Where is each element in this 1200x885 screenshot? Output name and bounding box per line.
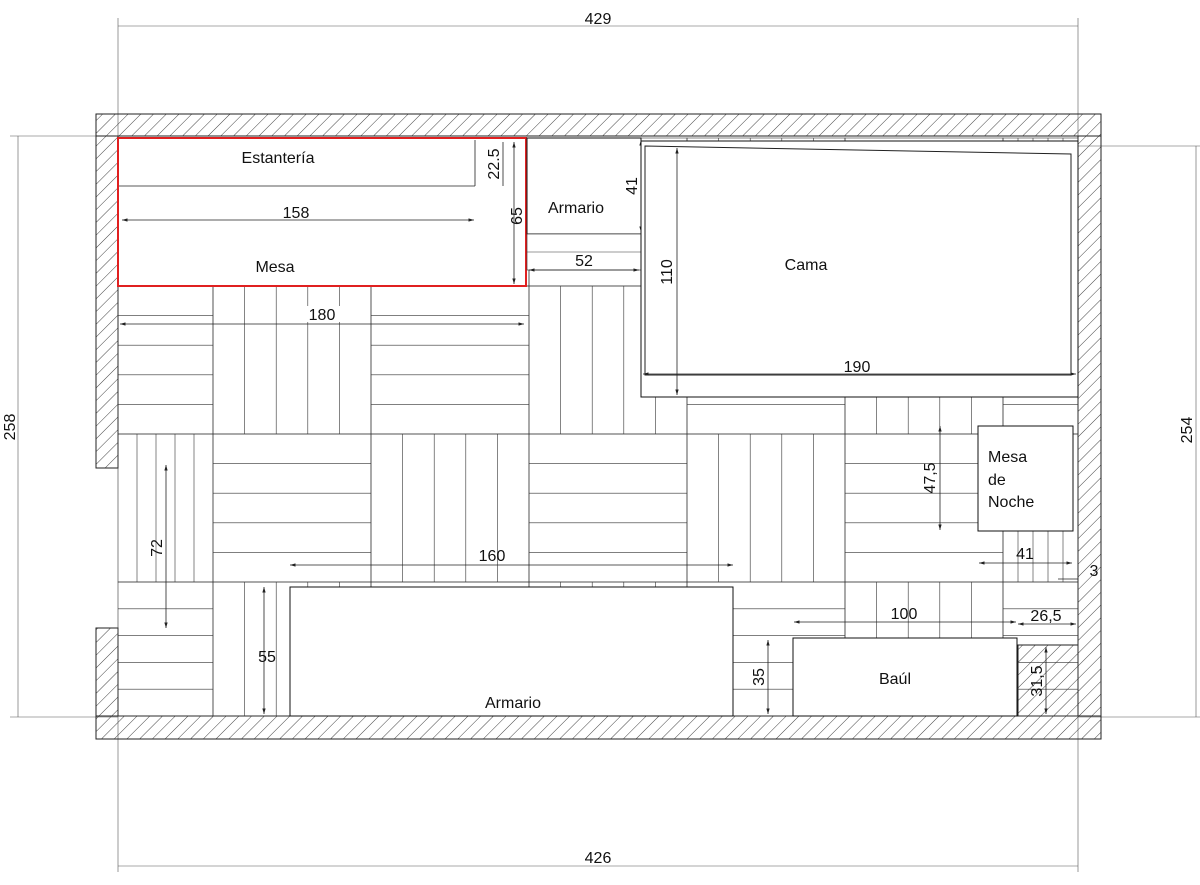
- desk-highlight-outline: [117, 137, 527, 287]
- shelf-depth-dim: 22.5: [486, 148, 503, 179]
- nightstand-width-dim: 41: [1016, 546, 1034, 563]
- desk-length-dim: 158: [283, 205, 310, 222]
- nightstand-label-2: de: [988, 472, 1006, 489]
- overall-dimensions: 429 426 258 254: [2, 11, 1196, 867]
- gap-dim: 3: [1090, 563, 1099, 580]
- bed-length-dim: 190: [844, 359, 871, 376]
- wardrobe-top-width-dim: 52: [575, 253, 593, 270]
- desk-depth-dim: 65: [509, 207, 526, 225]
- right-overall-dim: 254: [1179, 417, 1196, 444]
- nightstand-depth-dim: 47,5: [922, 462, 939, 493]
- desk-area: [117, 137, 527, 287]
- bed-label: Cama: [785, 257, 828, 274]
- wardrobe-bottom-label: Armario: [485, 695, 541, 712]
- walls: [95, 113, 1102, 740]
- nightstand-label-3: Noche: [988, 494, 1034, 511]
- chest-depth-dim: 35: [751, 668, 768, 686]
- nightstand-label-1: Mesa: [988, 449, 1027, 466]
- wardrobe-top: Armario 41 52: [526, 137, 643, 272]
- desk-group: Estantería Mesa 158 22.5 65 180: [117, 137, 527, 326]
- desk-label: Mesa: [255, 259, 294, 276]
- corner-width-dim: 26,5: [1030, 608, 1061, 625]
- shelf-label: Estantería: [242, 150, 315, 167]
- left-dim-72: 72: [149, 465, 168, 628]
- chest: Baúl 100 35 26,5 31,5: [751, 606, 1076, 717]
- corner-depth-dim: 31,5: [1029, 665, 1046, 696]
- desk-total-dim: 180: [309, 307, 336, 324]
- wardrobe-bottom: 160 Armario 55: [258, 548, 734, 717]
- bed: Cama 110 190: [640, 140, 1079, 398]
- left-overall-dim: 258: [2, 414, 19, 441]
- left-vertical-dim: 72: [149, 539, 166, 557]
- bed-width-dim: 110: [659, 259, 676, 285]
- chest-width-dim: 100: [891, 606, 918, 623]
- wardrobe-top-depth-dim: 41: [624, 177, 641, 195]
- chest-label: Baúl: [879, 671, 911, 688]
- top-overall-dim: 429: [585, 11, 612, 28]
- wardrobe-bottom-depth-dim: 55: [258, 649, 276, 666]
- bottom-overall-dim: 426: [585, 850, 612, 867]
- nightstand: Mesa de Noche 47,5 41 3: [922, 425, 1099, 580]
- wardrobe-bottom-length-dim: 160: [479, 548, 506, 565]
- wardrobe-top-label: Armario: [548, 200, 604, 217]
